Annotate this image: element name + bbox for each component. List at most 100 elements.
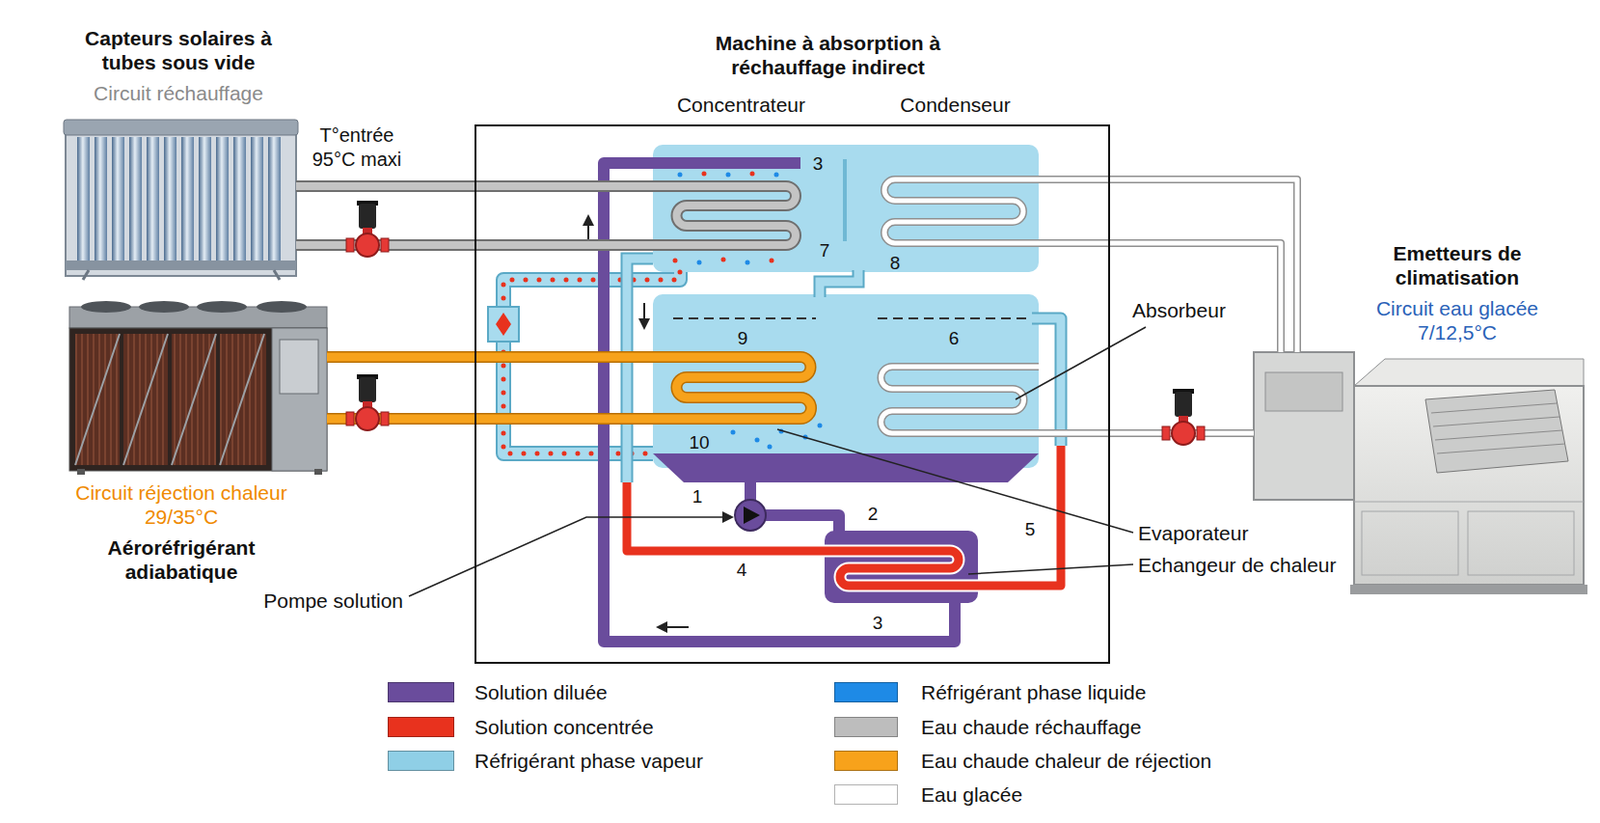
louver-slat	[1435, 430, 1563, 440]
callout-number: 9	[737, 325, 749, 351]
node-heading: Circuit réjection chaleur 29/35°C	[60, 480, 302, 529]
heading-group: Concentrateur	[654, 92, 829, 117]
node-heading: Condenseur	[868, 92, 1043, 117]
legend-text: Eau glacée	[921, 782, 1023, 807]
heading-group: Circuit réjection chaleur 29/35°CAéroréf…	[60, 480, 302, 584]
brace	[219, 333, 265, 465]
pump-part	[380, 411, 389, 426]
bubble	[769, 258, 775, 264]
evaporator-coil	[474, 356, 812, 419]
callout-number: 1	[692, 484, 704, 509]
flow-arrows	[582, 214, 689, 633]
droplet	[755, 437, 760, 443]
pump-part	[355, 406, 380, 431]
flow-arrow	[582, 214, 595, 226]
heading-group: Capteurs solaires à tubes sous videCircu…	[70, 26, 288, 106]
solar-collector-box: Capteurs solaires à tubes sous videCircu…	[60, 117, 297, 281]
legend-text: Eau chaude chaleur de réjection	[921, 748, 1212, 773]
fan	[196, 300, 247, 313]
node-subheading: Circuit eau glacée 7/12,5°C	[1355, 296, 1559, 345]
absorber-coil	[881, 366, 1112, 434]
refrigerant-pipe	[819, 270, 859, 298]
dilute-solution-pipe	[765, 515, 840, 533]
flow-arrow	[655, 621, 668, 633]
dry-cooler-box: Circuit réjection chaleur 29/35°CAéroréf…	[66, 298, 327, 476]
legend-item: Réfrigérant phase vapeur	[387, 748, 704, 773]
collector-leg	[273, 270, 280, 280]
callout-number: 6	[949, 325, 960, 351]
spray-header	[673, 317, 816, 320]
condenser-coil	[884, 179, 1039, 244]
legend-swatch	[387, 716, 455, 737]
ahu-hood	[1425, 389, 1569, 473]
louver-slat	[1431, 403, 1557, 413]
pump-part	[1196, 426, 1205, 440]
collector-rail	[65, 260, 297, 271]
heading-group: Condenseur	[868, 92, 1043, 117]
legend-swatch	[834, 716, 898, 737]
legend-text: Réfrigérant phase liquide	[921, 679, 1146, 705]
bubble	[721, 257, 727, 263]
heating-coil	[652, 186, 796, 245]
absorption-machine-box: Machine à absorption à réchauffage indir…	[474, 124, 1111, 664]
bubble	[726, 172, 732, 178]
callout-label: Absorbeur	[1132, 298, 1226, 323]
circulator-pump	[346, 200, 389, 257]
pipe-connector	[1038, 179, 1298, 353]
pump-part	[358, 377, 377, 403]
pump-arrow	[743, 506, 760, 524]
pump-part	[1162, 426, 1170, 440]
ahu-body	[1354, 385, 1584, 585]
cooler-side	[271, 327, 327, 471]
callout-label: Evaporateur	[1138, 520, 1248, 545]
pump-part	[346, 411, 354, 426]
concentrated-solution-pipe	[626, 445, 1061, 586]
legend-swatch	[834, 681, 898, 703]
separator-box	[488, 306, 519, 342]
spray-header	[877, 317, 1032, 320]
legend-text: Réfrigérant phase vapeur	[474, 748, 704, 773]
leader-arrowhead	[722, 511, 734, 523]
machine-internals	[474, 144, 1111, 642]
legend-item: Eau chaude réchauffage	[834, 714, 1141, 739]
brace	[171, 333, 217, 465]
legend-text: Solution concentrée	[474, 714, 654, 739]
callout-number: 3	[872, 610, 884, 635]
pump-part	[346, 238, 354, 252]
bubble	[673, 258, 678, 264]
leader-line	[408, 516, 724, 597]
bubbles	[673, 171, 823, 450]
legend-text: Solution diluée	[474, 679, 608, 705]
legend-text: Eau chaude réchauffage	[921, 714, 1141, 739]
pump-part	[355, 233, 380, 257]
leader-line	[1015, 326, 1146, 400]
legend-item: Solution diluée	[387, 679, 608, 705]
fan	[138, 300, 190, 313]
condenser-coil	[884, 179, 1039, 244]
pipe-outline	[326, 412, 475, 425]
ahu-seam	[1354, 501, 1584, 503]
callout-label: Echangeur de chaleur	[1138, 552, 1336, 577]
legend-item: Réfrigérant phase liquide	[834, 679, 1146, 705]
node-heading: Concentrateur	[654, 92, 829, 117]
flow-arrow	[667, 625, 689, 628]
absorber-coil	[881, 366, 1112, 434]
solution-pipe	[626, 258, 653, 483]
pump-part	[380, 238, 389, 252]
solution-sump	[652, 453, 1039, 483]
fan	[81, 300, 132, 313]
ahu-panel	[1361, 511, 1459, 575]
legend-swatch	[387, 750, 455, 771]
condenser-chamber: Condenseur	[846, 144, 1039, 272]
pipe-connector	[326, 356, 475, 358]
node-heading: Capteurs solaires à tubes sous vide	[70, 26, 288, 75]
cooler-body	[69, 327, 327, 471]
droplet	[817, 423, 823, 429]
leader-lines	[408, 326, 1146, 597]
callout-number: 5	[1025, 516, 1036, 542]
adiabatic-pad	[171, 333, 217, 465]
cooler-foot	[314, 468, 323, 475]
collector-leg	[82, 270, 89, 280]
vacuum-tubes	[75, 136, 284, 261]
